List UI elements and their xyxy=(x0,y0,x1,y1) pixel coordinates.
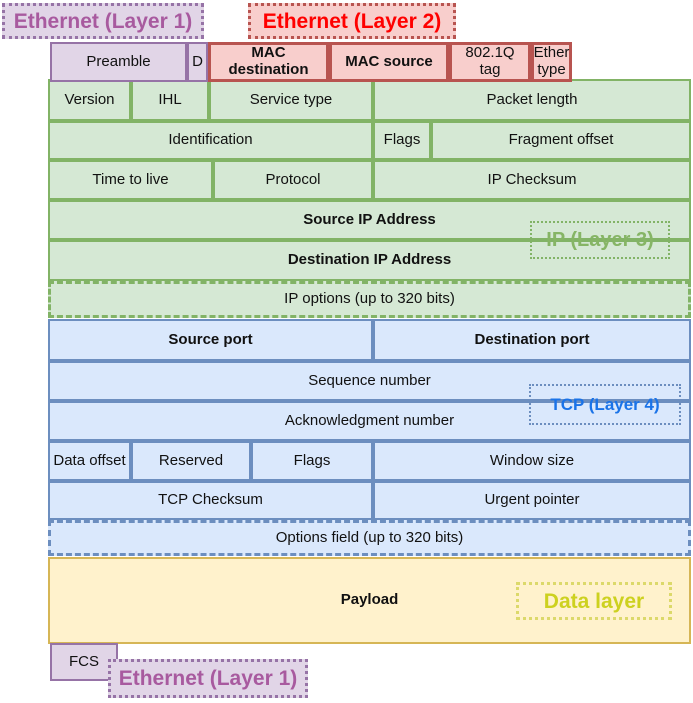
tcp-urgent-pointer-label: Urgent pointer xyxy=(484,491,580,509)
tcp-flags-cell: Flags xyxy=(251,441,373,481)
ip-ttl-label: Time to live xyxy=(92,170,169,188)
sfd-label: D xyxy=(192,52,203,70)
mac-destination-cell: MAC destination xyxy=(208,42,329,82)
tcp-destination-port-cell: Destination port xyxy=(373,319,691,361)
ip-packet-length-label: Packet length xyxy=(486,90,578,108)
tcp-window-size-cell: Window size xyxy=(373,441,691,481)
tcp-layer4-label: TCP (Layer 4) xyxy=(529,384,681,425)
mac-source-cell: MAC source xyxy=(329,42,449,82)
ip-identification-cell: Identification xyxy=(48,121,373,160)
payload-label: Payload xyxy=(340,591,399,609)
mac-destination-label: MAC destination xyxy=(228,44,309,78)
sfd-cell: D xyxy=(187,42,208,82)
tcp-layer4-text: TCP (Layer 4) xyxy=(550,395,660,414)
ip-ttl-cell: Time to live xyxy=(48,160,213,200)
ethernet-layer1-top-text: Ethernet (Layer 1) xyxy=(13,9,193,33)
mac-source-label: MAC source xyxy=(345,52,433,70)
tcp-sequence-number-cell: Sequence number xyxy=(48,361,691,401)
ip-flags-cell: Flags xyxy=(373,121,431,160)
ip-version-label: Version xyxy=(64,90,115,108)
ip-service-type-cell: Service type xyxy=(209,79,373,121)
ethernet-layer2-label: Ethernet (Layer 2) xyxy=(248,3,456,39)
tcp-options-cell: Options field (up to 320 bits) xyxy=(48,520,691,556)
ip-version-cell: Version xyxy=(48,79,131,121)
ether-type-label: Ether type xyxy=(533,44,570,78)
tcp-reserved-cell: Reserved xyxy=(131,441,251,481)
preamble-cell: Preamble xyxy=(50,42,187,82)
tcp-source-port-cell: Source port xyxy=(48,319,373,361)
tcp-data-offset-cell: Data offset xyxy=(48,441,131,481)
ip-service-type-label: Service type xyxy=(249,90,333,108)
ip-destination-address-cell: Destination IP Address xyxy=(48,240,691,281)
ethernet-layer1-bottom-text: Ethernet (Layer 1) xyxy=(118,667,298,690)
ip-source-address-cell: Source IP Address xyxy=(48,200,691,240)
tcp-window-size-label: Window size xyxy=(489,451,575,469)
tcp-sequence-number-label: Sequence number xyxy=(308,371,431,389)
ip-identification-label: Identification xyxy=(168,131,253,149)
ip-fragment-offset-cell: Fragment offset xyxy=(431,121,691,160)
tcp-options-label: Options field (up to 320 bits) xyxy=(275,528,464,546)
payload-cell: Payload xyxy=(48,557,691,644)
ip-ihl-cell: IHL xyxy=(131,79,209,121)
tcp-ack-number-label: Acknowledgment number xyxy=(284,411,455,429)
ip-options-label: IP options (up to 320 bits) xyxy=(284,290,455,308)
fcs-label: FCS xyxy=(69,652,99,670)
ethernet-layer1-bottom-label: Ethernet (Layer 1) xyxy=(108,659,308,698)
tcp-flags-label: Flags xyxy=(293,451,331,469)
tcp-destination-port-label: Destination port xyxy=(474,330,590,348)
ip-checksum-cell: IP Checksum xyxy=(373,160,691,200)
data-layer-label: Data layer xyxy=(516,582,672,620)
ip-source-address-label: Source IP Address xyxy=(303,210,436,228)
preamble-label: Preamble xyxy=(86,52,151,70)
dot1q-tag-cell: 802.1Q tag xyxy=(449,42,531,82)
ethernet-layer1-top-label: Ethernet (Layer 1) xyxy=(2,3,204,39)
tcp-reserved-label: Reserved xyxy=(158,451,224,469)
ip-protocol-label: Protocol xyxy=(265,170,321,188)
ethernet-layer2-text: Ethernet (Layer 2) xyxy=(262,9,442,33)
dot1q-tag-label: 802.1Q tag xyxy=(465,44,515,78)
ip-layer3-label: IP (Layer 3) xyxy=(530,221,670,259)
ip-checksum-label: IP Checksum xyxy=(487,170,577,188)
ip-fragment-offset-label: Fragment offset xyxy=(508,131,614,149)
ip-ihl-label: IHL xyxy=(158,90,182,108)
ether-type-cell: Ether type xyxy=(531,42,572,82)
data-layer-text: Data layer xyxy=(543,589,645,613)
ip-flags-label: Flags xyxy=(383,131,421,149)
tcp-ack-number-cell: Acknowledgment number xyxy=(48,401,691,441)
tcp-urgent-pointer-cell: Urgent pointer xyxy=(373,481,691,520)
tcp-checksum-label: TCP Checksum xyxy=(158,491,263,509)
ip-destination-address-label: Destination IP Address xyxy=(287,251,452,269)
ip-options-cell: IP options (up to 320 bits) xyxy=(48,281,691,318)
ip-protocol-cell: Protocol xyxy=(213,160,373,200)
tcp-source-port-label: Source port xyxy=(168,330,253,348)
tcp-checksum-cell: TCP Checksum xyxy=(48,481,373,520)
ip-layer3-text: IP (Layer 3) xyxy=(546,229,654,251)
tcp-data-offset-label: Data offset xyxy=(53,451,126,469)
ip-packet-length-cell: Packet length xyxy=(373,79,691,121)
